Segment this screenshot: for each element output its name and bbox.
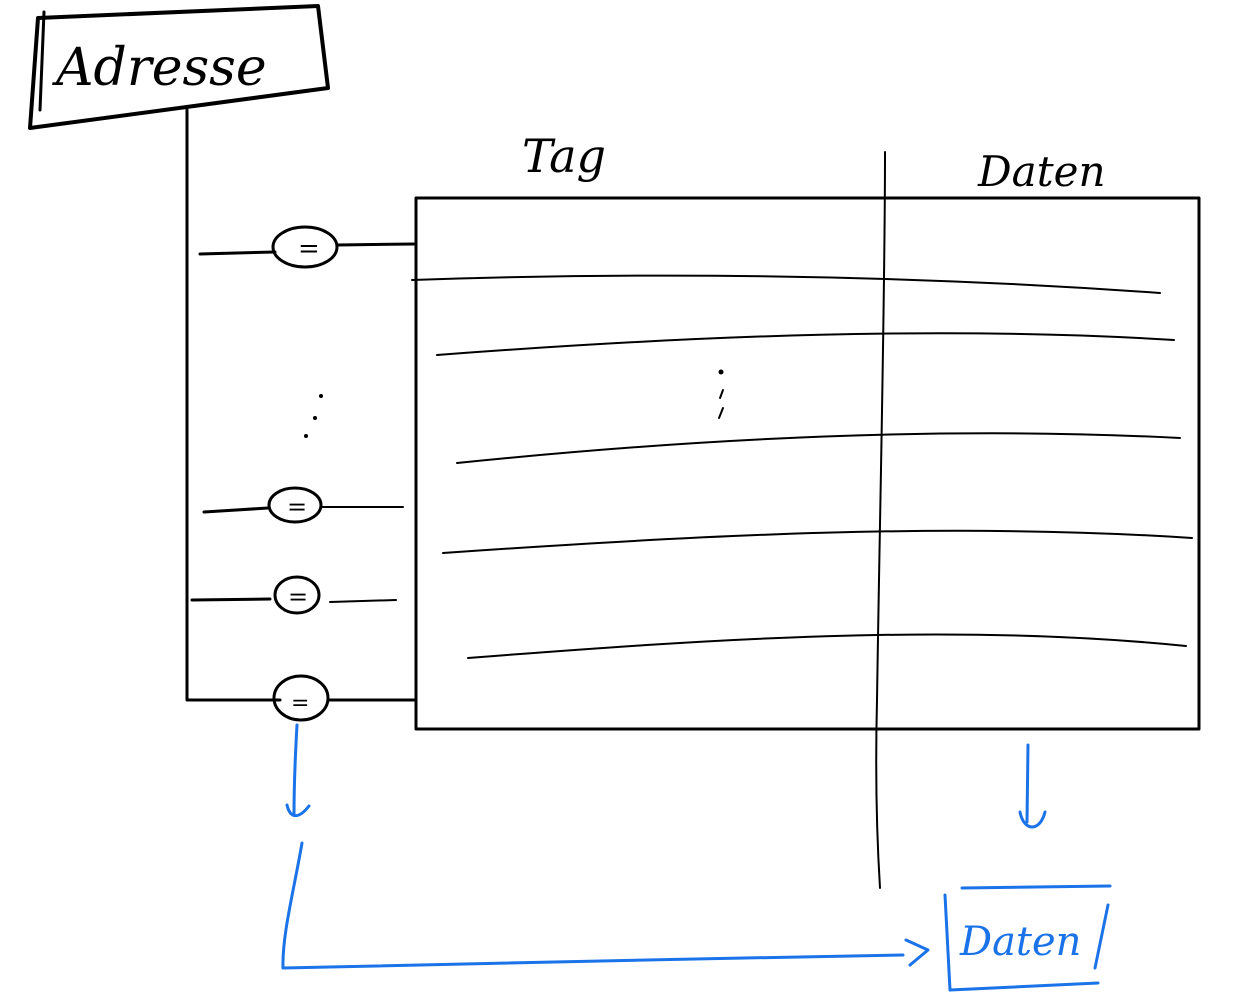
table-row-line bbox=[411, 274, 1161, 294]
ellipsis-dots-table bbox=[718, 369, 724, 419]
hit-signal-arrow bbox=[281, 723, 930, 970]
table-row-line bbox=[436, 332, 1175, 356]
comparator-1: = bbox=[198, 225, 416, 269]
address-box: Adresse bbox=[28, 4, 330, 130]
table-row-line bbox=[456, 432, 1181, 464]
comparator-3-symbol: = bbox=[288, 583, 308, 611]
ellipsis-dots-left bbox=[304, 394, 323, 438]
comparator-3: = bbox=[190, 575, 397, 615]
column-divider bbox=[875, 151, 886, 889]
comparator-1-symbol: = bbox=[298, 234, 320, 264]
cache-table bbox=[411, 151, 1201, 889]
address-bus-line bbox=[185, 108, 282, 702]
column-header-daten: Daten bbox=[977, 147, 1106, 196]
table-row-line bbox=[467, 633, 1187, 659]
comparator-4-symbol: = bbox=[291, 691, 309, 716]
comparator-4: = bbox=[272, 674, 418, 722]
comparator-2: = bbox=[202, 486, 404, 524]
output-label: Daten bbox=[959, 919, 1081, 965]
output-box: Daten bbox=[943, 884, 1112, 992]
table-row-line bbox=[442, 529, 1193, 554]
address-label: Adresse bbox=[52, 38, 267, 98]
column-header-tag: Tag bbox=[522, 129, 606, 183]
comparator-2-symbol: = bbox=[287, 493, 307, 521]
data-column-arrow bbox=[1018, 743, 1047, 829]
